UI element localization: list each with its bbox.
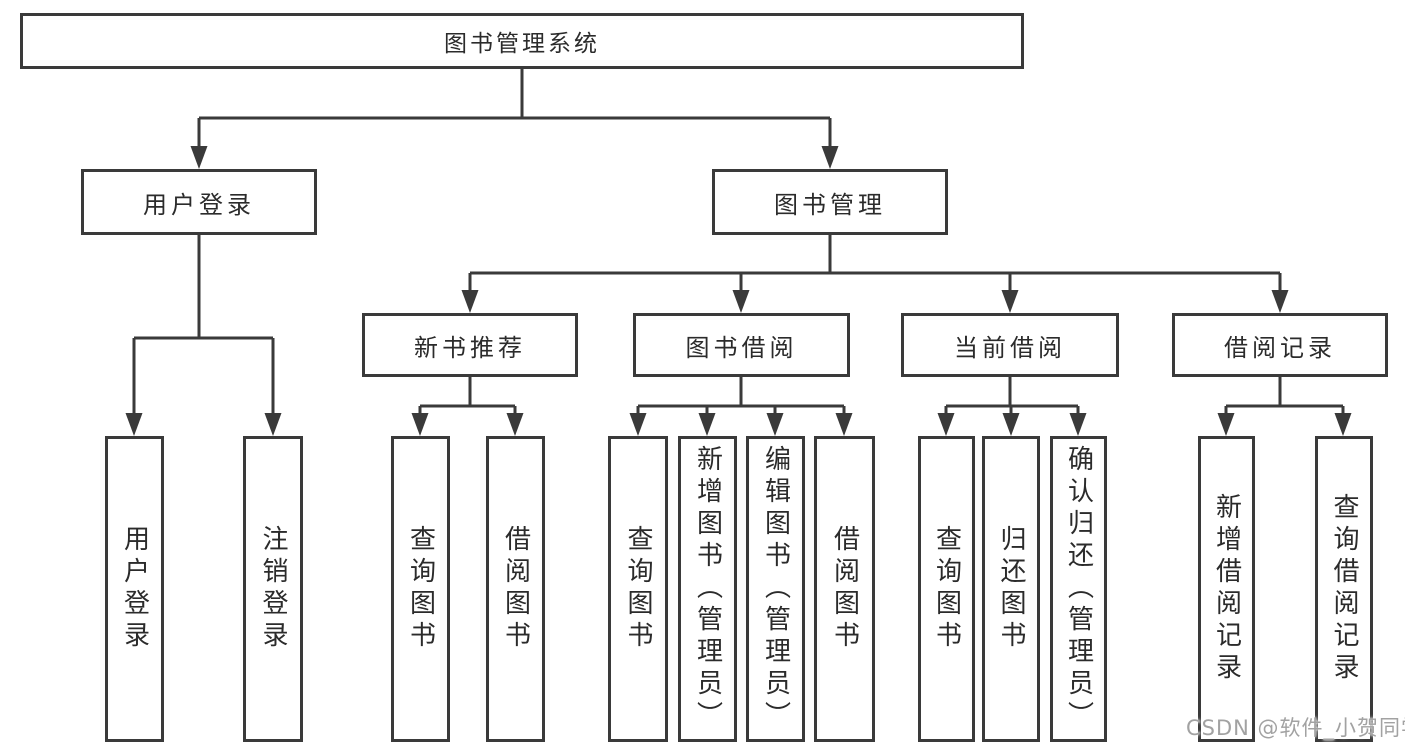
leaf-label: 借阅图书: [829, 525, 860, 653]
leaf-query-books-recommend: 查询图书: [391, 436, 450, 742]
leaf-query-books-borrowing: 查询图书: [608, 436, 668, 742]
leaf-label: 编辑图书（管理员）: [760, 445, 791, 733]
leaf-label: 借阅图书: [500, 525, 531, 653]
csdn-watermark: CSDN @软件_小贺同学: [1186, 716, 1405, 740]
leaf-label: 查询借阅记录: [1329, 493, 1359, 685]
arrowhead: [411, 413, 429, 436]
arrowhead: [937, 413, 955, 436]
arrowhead: [461, 290, 479, 313]
arrowhead: [835, 413, 853, 436]
leaf-user-login: 用户登录: [105, 436, 164, 742]
leaf-label: 确认归还（管理员）: [1063, 445, 1094, 733]
node-borrowing-records: 借阅记录: [1172, 313, 1388, 377]
leaf-add-borrow-record: 新增借阅记录: [1198, 436, 1255, 742]
arrowhead: [698, 413, 716, 436]
node-label: 借阅记录: [1224, 333, 1336, 362]
leaf-add-books-admin: 新增图书（管理员）: [678, 436, 737, 742]
leaf-borrow-books-recommend: 借阅图书: [486, 436, 545, 742]
node-new-book-recommend: 新书推荐: [362, 313, 578, 377]
node-label: 当前借阅: [954, 333, 1066, 362]
leaf-label: 查询图书: [405, 525, 436, 653]
leaf-query-books-current: 查询图书: [918, 436, 975, 742]
arrowhead: [506, 413, 524, 436]
arrowhead: [821, 146, 839, 169]
arrowhead: [264, 413, 282, 436]
leaf-label: 归还图书: [996, 525, 1026, 653]
arrowhead: [190, 146, 208, 169]
arrowhead: [125, 413, 143, 436]
leaf-label: 查询图书: [931, 525, 962, 653]
node-label: 图书管理系统: [444, 31, 600, 57]
arrowhead: [1002, 413, 1020, 436]
leaf-edit-books-admin: 编辑图书（管理员）: [746, 436, 805, 742]
node-library-system: 图书管理系统: [20, 13, 1024, 69]
leaf-logout: 注销登录: [243, 436, 303, 742]
leaf-return-books: 归还图书: [982, 436, 1040, 742]
leaf-label: 查询图书: [623, 525, 653, 653]
arrowhead: [766, 413, 784, 436]
node-label: 图书借阅: [685, 333, 798, 362]
arrowhead: [1334, 413, 1352, 436]
leaf-confirm-return-admin: 确认归还（管理员）: [1050, 436, 1107, 742]
node-current-borrowing: 当前借阅: [901, 313, 1119, 377]
arrowhead: [1069, 413, 1087, 436]
arrowhead: [1001, 290, 1019, 313]
leaf-borrow-books: 借阅图书: [814, 436, 875, 742]
leaf-query-borrow-record: 查询借阅记录: [1315, 436, 1373, 742]
node-label: 图书管理: [774, 190, 886, 219]
node-book-management: 图书管理: [712, 169, 948, 235]
arrowhead: [1271, 290, 1289, 313]
arrowhead: [629, 413, 647, 436]
leaf-label: 新增借阅记录: [1211, 493, 1242, 685]
leaf-label: 注销登录: [258, 525, 288, 653]
node-book-borrowing: 图书借阅: [633, 313, 850, 377]
node-label: 新书推荐: [414, 333, 526, 362]
leaf-label: 新增图书（管理员）: [692, 445, 723, 733]
arrowhead: [1217, 413, 1235, 436]
node-label: 用户登录: [143, 190, 255, 219]
node-user-login: 用户登录: [81, 169, 317, 235]
arrowhead: [732, 290, 750, 313]
leaf-label: 用户登录: [119, 525, 150, 653]
